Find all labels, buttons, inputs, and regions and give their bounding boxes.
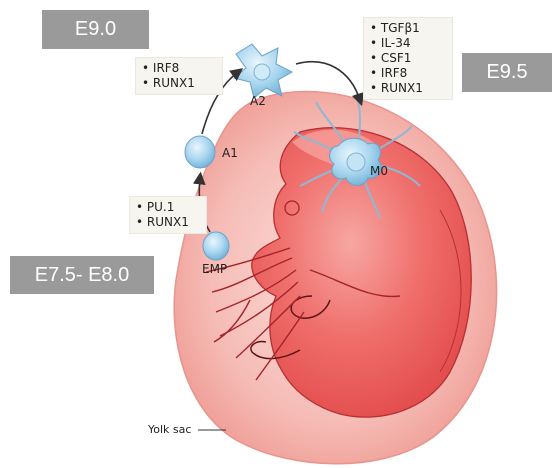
cell-label-a2: A2 [250,94,266,108]
stage-label-e9-0: E9.0 [42,10,149,49]
factor-box-a2-to-m0: TGFβ1 IL-34 CSF1 IRF8 RUNX1 [364,18,452,99]
yolk-sac-label: Yolk sac [148,423,191,436]
factor-item: TGFβ1 [370,21,446,36]
factor-item: RUNX1 [136,215,200,230]
factor-item: IL-34 [370,36,446,51]
factor-item: PU.1 [136,200,200,215]
stage-label-e9-5: E9.5 [462,53,552,92]
cell-label-a1: A1 [222,146,238,160]
factor-item: IRF8 [142,61,216,76]
factor-item: RUNX1 [142,76,216,91]
m0-nucleus [347,153,365,171]
factor-item: CSF1 [370,51,446,66]
cell-label-emp: EMP [202,262,227,276]
stage-label-e7-5-e8-0: E7.5- E8.0 [10,256,154,294]
a2-nucleus [254,64,270,80]
a1-cell [185,136,215,168]
factor-item: RUNX1 [370,81,446,96]
emp-cell [203,232,229,260]
cell-label-m0: M0 [370,164,388,178]
factor-box-a1-to-a2: IRF8 RUNX1 [136,58,222,94]
factor-box-emp-to-a1: PU.1 RUNX1 [130,197,206,233]
factor-item: IRF8 [370,66,446,81]
